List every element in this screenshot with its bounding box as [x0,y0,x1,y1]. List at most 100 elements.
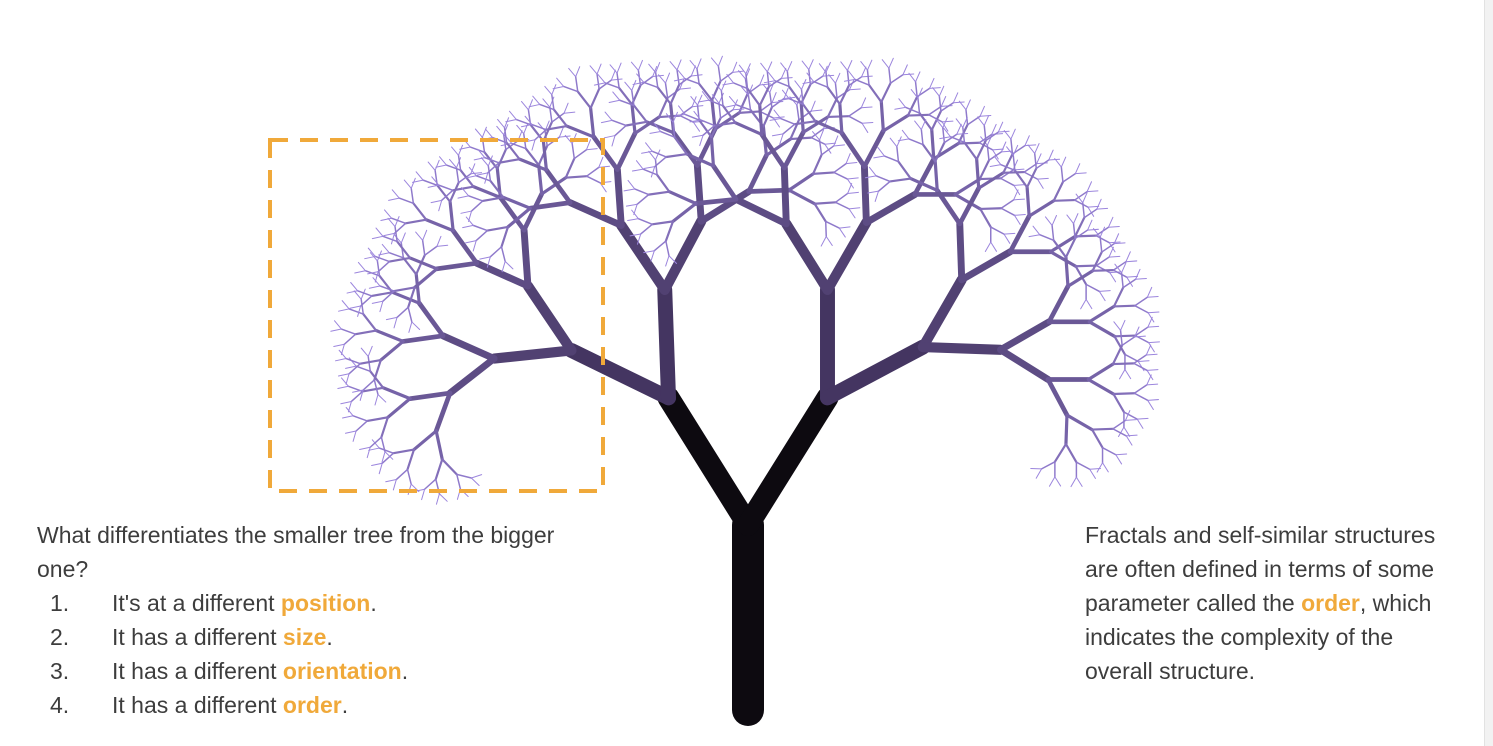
tree-branch [992,149,999,160]
tree-branch [556,77,565,87]
tree-branch [800,79,807,90]
scrollbar-track[interactable] [1484,0,1493,746]
tree-branch [406,448,416,471]
tree-branch [446,355,498,397]
tree-branch [693,196,739,206]
list-item: 4. It has a different order. [37,688,597,722]
tree-branch [718,92,724,104]
tree-branch [666,88,681,99]
tree-branch [846,177,859,180]
tree-branch [693,110,702,121]
tree-branch [758,85,771,107]
tree-branch [636,73,645,83]
tree-branch [416,300,446,339]
tree-branch [410,187,415,204]
tree-branch [897,138,910,142]
tree-branch [1133,392,1149,402]
tree-branch [881,59,890,69]
tree-branch [1087,228,1099,231]
tree-branch [1035,159,1050,170]
tree-branch [468,166,477,177]
tree-branch [929,87,941,89]
tree-branch [801,103,817,123]
tree-branch [410,483,420,493]
tree-branch [833,144,846,147]
tree-branch [596,73,600,90]
tree-branch [1121,262,1127,274]
tree-branch [848,76,863,87]
tree-branch [655,173,671,193]
tree-branch [824,142,837,145]
tree-branch [506,206,532,229]
tree-branch [1036,162,1048,165]
tree-branch [645,120,676,135]
tree-branch [782,123,796,135]
tree-branch [631,79,637,92]
tree-branch [696,68,700,85]
tree-branch [745,63,751,75]
tree-branch [1087,320,1117,338]
tree-branch [598,79,613,90]
tree-branch [672,111,678,123]
list-item: 3. It has a different orientation. [37,654,597,688]
tree-branch [862,190,919,226]
tree-branch [669,83,681,105]
tree-branch [340,328,357,335]
tree-branch [975,157,981,190]
tree-branch [908,72,917,83]
tree-branch [459,146,471,150]
tree-branch [963,141,978,161]
tree-branch [456,473,473,479]
tree-branch [664,82,669,99]
tree-branch [1136,417,1149,420]
tree-branch [585,175,601,184]
tree-branch [1107,216,1114,228]
tree-branch [848,88,861,91]
tree-branch [1075,193,1084,204]
tree-branch [484,172,489,184]
tree-branch [379,285,395,292]
tree-branch [780,164,790,228]
tree-branch [861,122,869,133]
tree-branch [412,202,428,221]
tree-branch [451,185,475,192]
tree-branch [614,124,627,137]
tree-branch [647,190,671,196]
tree-branch [1038,233,1055,242]
tree-branch [1086,181,1093,193]
tree-branch [659,216,707,295]
tree-branch [943,127,951,138]
tree-branch [949,135,966,144]
tree-branch [341,300,350,310]
tree-branch [1087,304,1116,324]
tree-branch [1003,232,1016,235]
tree-branch [665,113,674,123]
tree-branch [935,118,944,129]
item-text: It has a different orientation. [112,658,409,684]
highlight-keyword: orientation [282,658,402,684]
tree-branch [381,386,412,401]
tree-branch [1113,334,1137,338]
tree-branch [943,133,958,144]
tree-branch [400,232,406,244]
tree-branch [737,92,749,114]
tree-branch [677,105,686,115]
tree-branch [665,255,670,267]
tree-branch [717,65,722,82]
tree-branch [877,146,885,157]
tree-branch [1013,214,1021,225]
tree-branch [929,77,935,89]
tree-branch [400,333,446,344]
tree-branch [881,113,910,133]
tree-branch [710,57,719,67]
tree-branch [771,92,777,104]
tree-branch [653,156,667,168]
tree-branch [1133,354,1148,365]
tree-branch [861,121,874,124]
tree-branch [390,290,421,305]
tree-branch [1066,269,1095,288]
tree-branch [333,343,345,347]
tree-branch [721,104,737,124]
tree-branch [806,72,815,83]
tree-branch [407,306,413,323]
